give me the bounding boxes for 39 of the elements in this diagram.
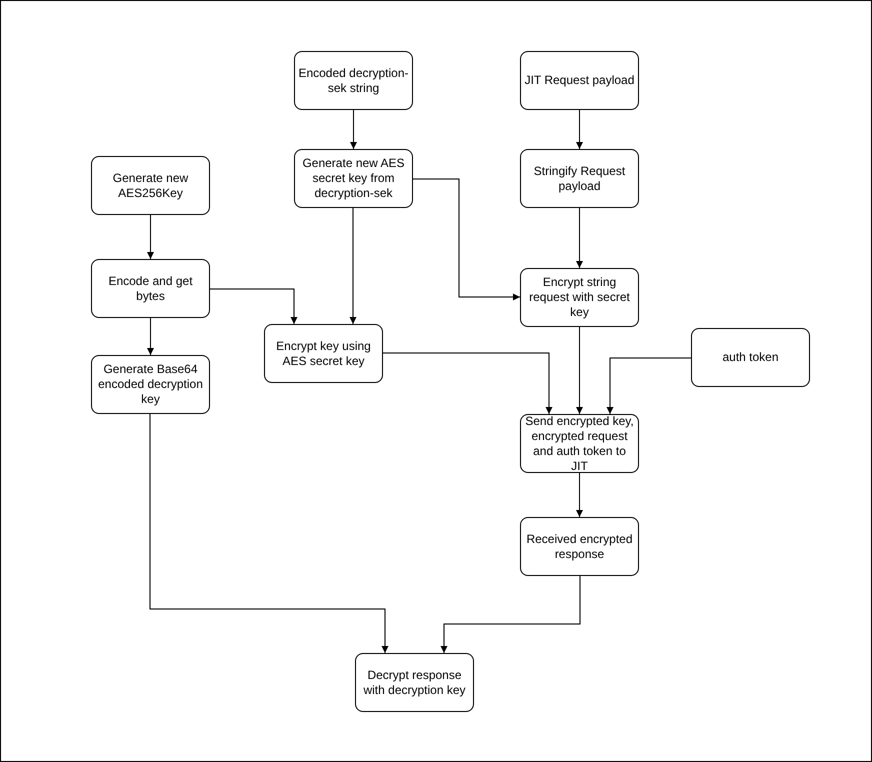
arrow (210, 288, 298, 324)
box-label: Generate Base64 encoded decryption key (97, 362, 204, 407)
arrow (147, 318, 154, 356)
arrow (576, 472, 583, 518)
arrow (606, 358, 692, 414)
box-label: Received encrypted response (525, 532, 634, 562)
arrow (440, 576, 580, 654)
arrow (576, 326, 583, 414)
arrow (382, 352, 552, 414)
process-box (294, 149, 413, 208)
process-box (91, 355, 210, 414)
arrow (350, 110, 357, 150)
arrow (576, 110, 583, 150)
process-box (520, 149, 639, 208)
process-box (355, 653, 474, 712)
box-label: Generate new AES secret key from decryption-sek (301, 156, 406, 201)
process-box (294, 51, 413, 110)
box-label: Generate new AES256Key (112, 170, 190, 200)
box-label: auth token (722, 350, 779, 365)
box-label: Encrypt string request with secret key (528, 275, 631, 320)
box-label: Stringify Request payload (532, 164, 626, 194)
arrow (412, 178, 520, 300)
process-box (691, 328, 810, 387)
arrow (576, 208, 583, 268)
box-label: Send encrypted key, encrypted request and auth token to JIT (524, 414, 635, 474)
box-label: Encrypt key using AES secret key (275, 338, 372, 368)
box-label: Encoded decryption-sek string (298, 66, 409, 96)
process-box (264, 324, 383, 383)
arrow (150, 414, 388, 654)
box-label: Decrypt response with decryption key (362, 668, 467, 698)
box-label: JIT Request payload (524, 73, 634, 88)
arrow (350, 208, 356, 324)
process-box (520, 268, 639, 327)
box-label: Encode and get bytes (107, 274, 194, 304)
process-box (91, 259, 210, 318)
process-box (520, 51, 639, 110)
process-box (520, 517, 639, 576)
arrow (147, 214, 154, 260)
process-box (91, 156, 210, 215)
